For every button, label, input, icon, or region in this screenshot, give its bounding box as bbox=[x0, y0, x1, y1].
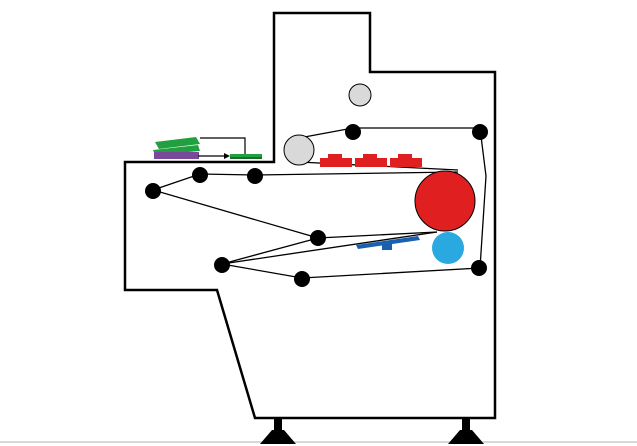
roller bbox=[310, 230, 326, 246]
machine-foot-right-icon bbox=[448, 418, 484, 444]
upper-belt bbox=[150, 127, 487, 279]
roller bbox=[214, 257, 230, 273]
roller bbox=[345, 124, 361, 140]
roller bbox=[145, 183, 161, 199]
heated-drum bbox=[414, 170, 476, 232]
roller bbox=[471, 260, 487, 276]
cooling-roller bbox=[432, 232, 464, 264]
belt-segment bbox=[317, 231, 438, 239]
output-tray-icon bbox=[230, 154, 262, 159]
belt-segment bbox=[221, 231, 438, 265]
heater-block-2 bbox=[355, 154, 387, 167]
paper-stack-icon bbox=[153, 137, 200, 159]
top-idler-roller bbox=[348, 83, 372, 107]
doctor-blade bbox=[356, 236, 420, 250]
roller bbox=[192, 167, 208, 183]
feed-roller bbox=[283, 134, 315, 166]
machine-housing bbox=[123, 11, 497, 420]
roller bbox=[247, 168, 263, 184]
feed-path bbox=[200, 137, 246, 156]
roller bbox=[472, 124, 488, 140]
heater-block-3 bbox=[390, 154, 422, 167]
roller bbox=[294, 271, 310, 287]
heater-block-1 bbox=[320, 154, 352, 167]
machine-foot-left-icon bbox=[260, 418, 296, 444]
arrow-head-icon bbox=[224, 153, 230, 159]
